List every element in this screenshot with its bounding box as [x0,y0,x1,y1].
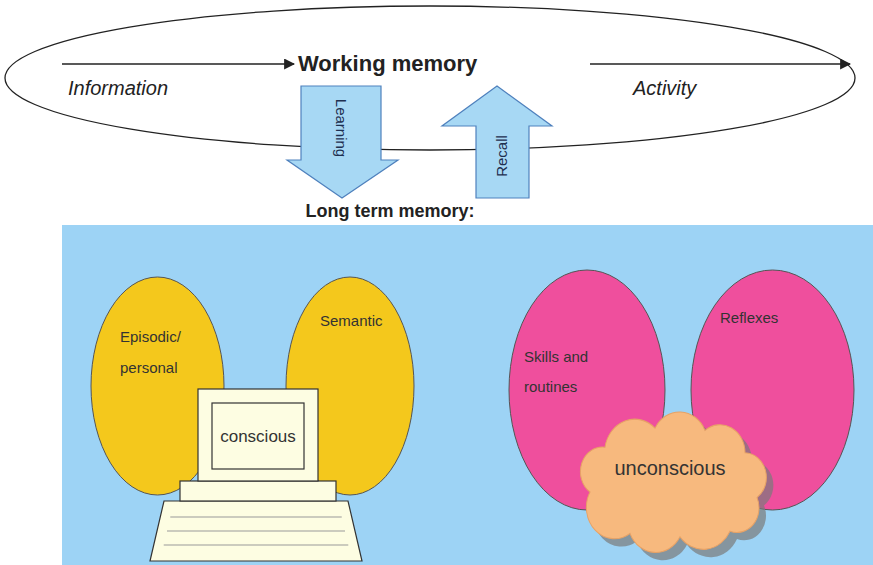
node-text: Long term memory: [305,201,474,223]
node-text: Semantic [320,312,410,330]
input-label: Information [62,56,202,100]
working-memory-ellipse [5,6,855,150]
node-text: Information [68,76,168,100]
long-term-memory-panel: Long term memory:Episodic/ personalSeman… [62,224,873,565]
unconscious-cloud: unconscious [565,406,780,546]
computer-drawing [150,389,362,561]
recall-block-arrow: Recall [442,86,553,199]
node-text: Working memory [298,50,477,78]
node-text: conscious [220,427,296,447]
cloud-drawing [580,412,773,560]
node-text: Episodic/ personal [120,321,210,383]
flow-arrow [62,63,294,64]
down-arrow-shape [287,86,398,198]
node-text: Recall [493,135,511,177]
computer-icon: conscious [150,389,362,564]
node-text: Skills and routines [524,342,624,402]
output-label: Activity [590,56,852,100]
flow-arrow [590,63,850,64]
node-text: Activity [633,76,696,100]
node-text: Learning [332,99,350,157]
learning-block-arrow: Learning [287,86,399,199]
node-text: unconscious [614,456,725,480]
working-memory-label: Working memory [296,50,590,78]
up-arrow-shape [442,86,552,198]
node-text: Reflexes [720,309,820,327]
computer-icon-outline [150,389,362,564]
